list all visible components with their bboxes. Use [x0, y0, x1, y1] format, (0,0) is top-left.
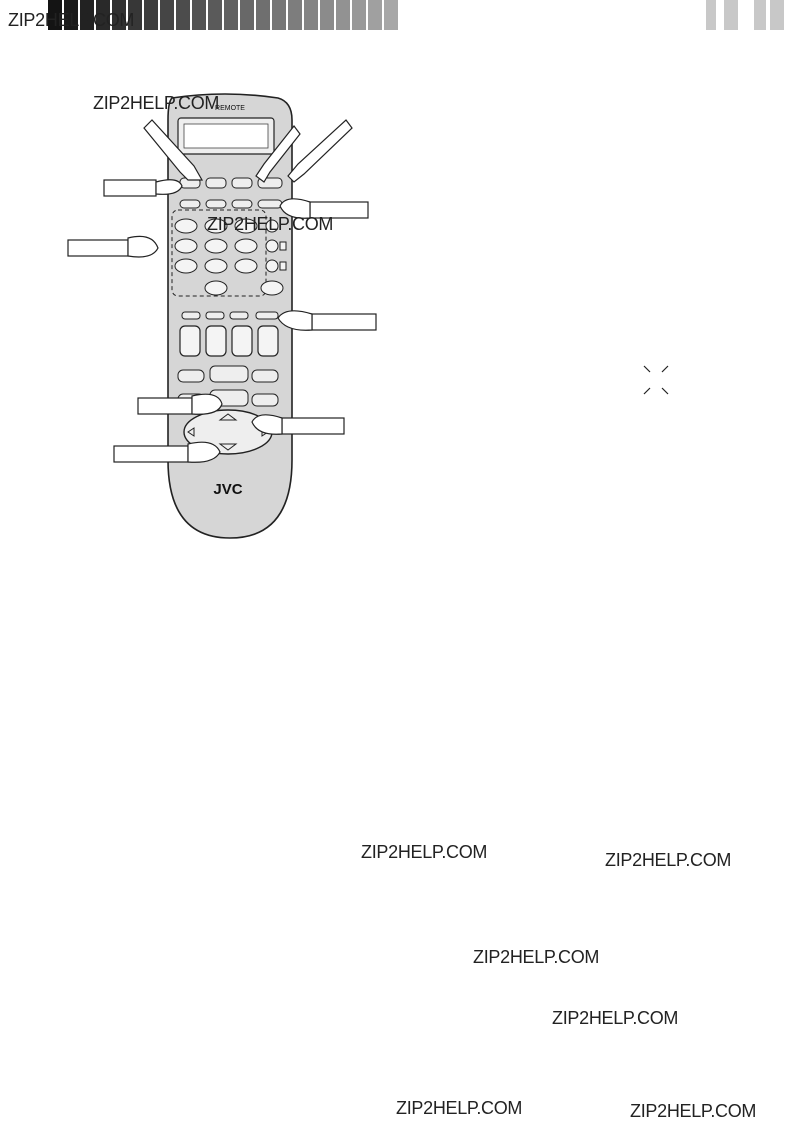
watermark-1: ZIP2HELP.COM	[93, 93, 220, 113]
header-stripe	[176, 0, 190, 30]
remote-top-label: REMOTE	[215, 105, 245, 112]
hand-pointer-icon	[67, 119, 377, 463]
header-watermark: ZIP2HELP.COM	[8, 10, 135, 30]
header-stripe	[304, 0, 318, 30]
remote-mid-row	[181, 311, 279, 320]
header-stripe	[192, 0, 206, 30]
header-stripe	[208, 0, 222, 30]
header-stripe	[160, 0, 174, 30]
header-stripe	[336, 0, 350, 30]
numeric-keypad	[174, 218, 284, 296]
keypad-dashed-area	[171, 209, 267, 297]
header-stripe	[272, 0, 286, 30]
watermark-6: ZIP2HELP.COM	[552, 1008, 679, 1028]
watermark-2: ZIP2HELP.COM	[207, 214, 334, 234]
header-stripe	[144, 0, 158, 30]
header-stripe	[80, 0, 94, 30]
watermark-3: ZIP2HELP.COM	[361, 842, 488, 862]
watermark-5: ZIP2HELP.COM	[473, 947, 600, 967]
page-tab-marks	[706, 0, 786, 32]
header-stripe	[128, 0, 142, 30]
flash-indicator-icon	[636, 360, 676, 400]
header-stripe	[64, 0, 78, 30]
watermark-4: ZIP2HELP.COM	[605, 850, 732, 870]
remote-control-figure: REMOTE	[60, 90, 390, 550]
watermark-8: ZIP2HELP.COM	[630, 1101, 757, 1121]
header-stripe	[368, 0, 382, 30]
header-stripe	[48, 0, 62, 30]
rocker-buttons	[179, 325, 279, 357]
header-stripe	[112, 0, 126, 30]
header-stripe	[288, 0, 302, 30]
header-stripe	[240, 0, 254, 30]
header-stripe	[96, 0, 110, 30]
header-stripe	[224, 0, 238, 30]
header-stripe	[256, 0, 270, 30]
header-stripe	[320, 0, 334, 30]
page-header-bar: ZIP2HELP.COM	[0, 0, 786, 32]
header-stripe	[352, 0, 366, 30]
side-round-buttons	[265, 219, 287, 273]
watermark-7: ZIP2HELP.COM	[396, 1098, 523, 1118]
header-stripe	[384, 0, 398, 30]
remote-brand-logo: JVC	[213, 481, 242, 498]
